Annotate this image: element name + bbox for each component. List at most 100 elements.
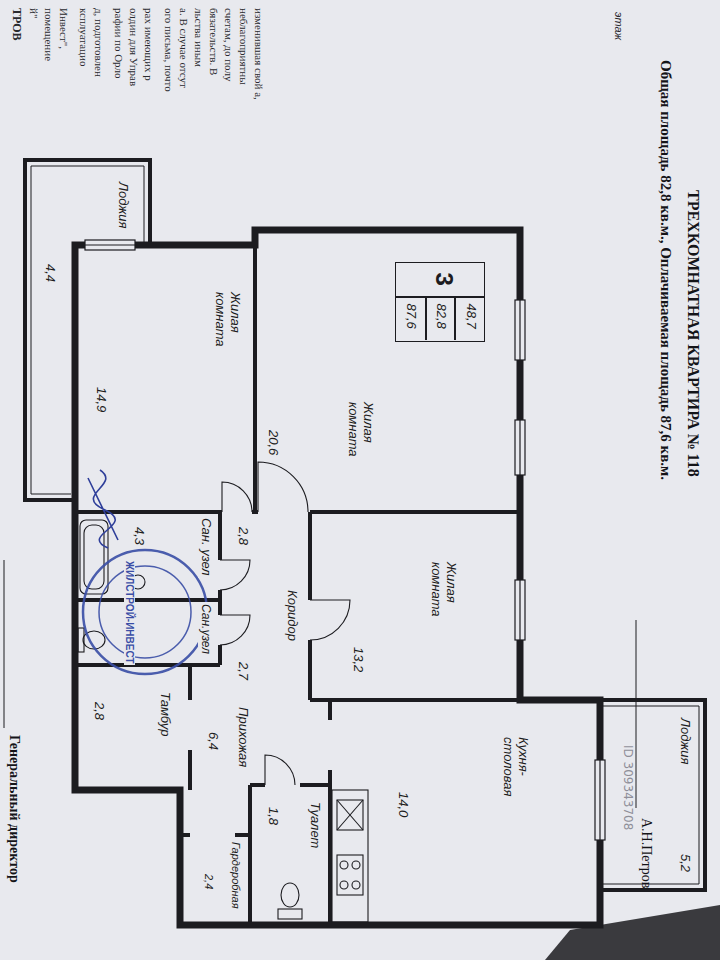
door-swing <box>258 462 308 512</box>
document-text: рафии по Орло <box>112 8 125 78</box>
fixture <box>340 861 348 869</box>
room-name: Тамбур <box>157 690 172 739</box>
area-number: 2,4 <box>202 872 215 891</box>
room-name: Жилая комната <box>212 290 242 349</box>
door-swing <box>220 462 350 785</box>
area-number: 4,4 <box>42 262 57 284</box>
room-name: Туалет <box>307 800 322 850</box>
watermark: ID 309343708 <box>621 745 635 830</box>
fixture <box>78 520 368 922</box>
door-swing <box>220 560 250 590</box>
document-text: ТРОВ <box>9 8 23 41</box>
corridor: Коридор 2,7 <box>220 512 310 700</box>
room-name: Гардеробная <box>229 840 242 911</box>
area-table: 348,782,887,6 <box>395 262 485 342</box>
area-number: 82,8 <box>434 302 449 331</box>
room-name: Сан. узел <box>198 516 213 578</box>
area-number: 87,6 <box>404 302 419 331</box>
room-name: Коридор <box>284 588 299 643</box>
fixture <box>278 909 302 919</box>
window <box>519 300 520 360</box>
loggia-wall <box>25 160 705 890</box>
area-number: 2,7 <box>235 660 250 682</box>
area-number: 2,8 <box>91 700 106 722</box>
document-text: неблагоприятны <box>237 8 250 85</box>
living-room: Жилая комната20,6348,782,887,6 <box>255 230 520 512</box>
toilet-room: Туалет 1,8 <box>250 785 330 925</box>
signatory-name: А.Н.Петров <box>638 818 654 888</box>
plan-title: ТРЕХКОМНАТНАЯ КВАРТИРА № 118 <box>684 190 702 477</box>
room-name: Лоджия <box>115 180 130 230</box>
vestibule: Тамбур 2,8 <box>75 665 190 790</box>
fixture <box>337 800 363 830</box>
outer-wall <box>75 230 600 925</box>
fixture <box>337 855 363 895</box>
area-number: 5,2 <box>677 852 692 874</box>
window <box>595 760 605 840</box>
room-name: Жилая комната <box>428 560 458 619</box>
loggia-wall <box>25 160 150 500</box>
room-count: 3 <box>433 271 457 288</box>
document-text: льства иным <box>192 8 205 67</box>
area-number: 2,8 <box>235 525 250 547</box>
fixture <box>352 861 360 869</box>
subtitle: Общая площадь 82,8 кв.м., Оплачиваемая п… <box>657 60 674 480</box>
document-text: бязательств. В <box>207 8 220 75</box>
area-number: 14,0 <box>395 790 410 819</box>
window <box>85 240 135 250</box>
area-number: 14,9 <box>93 385 108 414</box>
fixture <box>84 525 104 589</box>
bathroom: Сан.узел <box>75 600 220 665</box>
fixture <box>340 881 348 889</box>
fixture <box>337 800 363 830</box>
kitchen: Кухня-столовая 14,0 <box>330 700 600 925</box>
living-room: Жилая комната 14,9 <box>75 245 255 512</box>
stamp <box>83 550 207 674</box>
fixture <box>281 883 299 907</box>
document-text: а. В случае отсут <box>177 8 190 88</box>
window <box>515 580 525 640</box>
loggia-wall <box>600 700 705 890</box>
window <box>515 300 525 360</box>
document-text: рах имеющих р <box>142 8 155 81</box>
table-rule <box>426 296 428 340</box>
area-number: 6,4 <box>205 730 220 752</box>
document-text: помещение <box>42 8 55 61</box>
document-text: й" <box>27 8 40 18</box>
window <box>85 244 135 245</box>
room-name: Сан.узел <box>198 602 212 656</box>
signature-line <box>4 560 5 728</box>
document-text: счетам, до полу <box>222 8 235 81</box>
document-text: изменившая свой а, <box>252 8 265 100</box>
loggia: Лоджия 4,4 <box>25 160 150 500</box>
window <box>85 240 605 840</box>
living-room: Жилая комната 13,2 <box>310 512 520 700</box>
stamp-text: ЖИЛСТРОЙ-ИНВЕСТ <box>124 560 135 665</box>
area-number: 1,8 <box>265 805 280 827</box>
window <box>519 580 520 640</box>
door-swing <box>310 600 350 640</box>
stamp <box>83 550 207 674</box>
room-name: Кухня-столовая <box>500 735 530 798</box>
signature-line <box>636 620 637 808</box>
window <box>515 420 525 475</box>
table-rule <box>396 296 484 298</box>
floor-note: этаж <box>613 12 625 40</box>
fixture <box>352 881 360 889</box>
fixture <box>80 520 108 594</box>
inner-wall <box>75 245 520 925</box>
bathroom: Сан. узел4,3 <box>75 512 220 600</box>
door-swing <box>220 615 250 645</box>
inner-wall <box>75 245 520 925</box>
window <box>599 760 600 840</box>
area-number: 13,2 <box>350 645 365 674</box>
fixture <box>337 800 363 830</box>
fixture <box>78 628 84 652</box>
window <box>519 420 520 475</box>
document-text: д, подготовлен <box>92 8 105 77</box>
table-corner <box>545 905 720 960</box>
